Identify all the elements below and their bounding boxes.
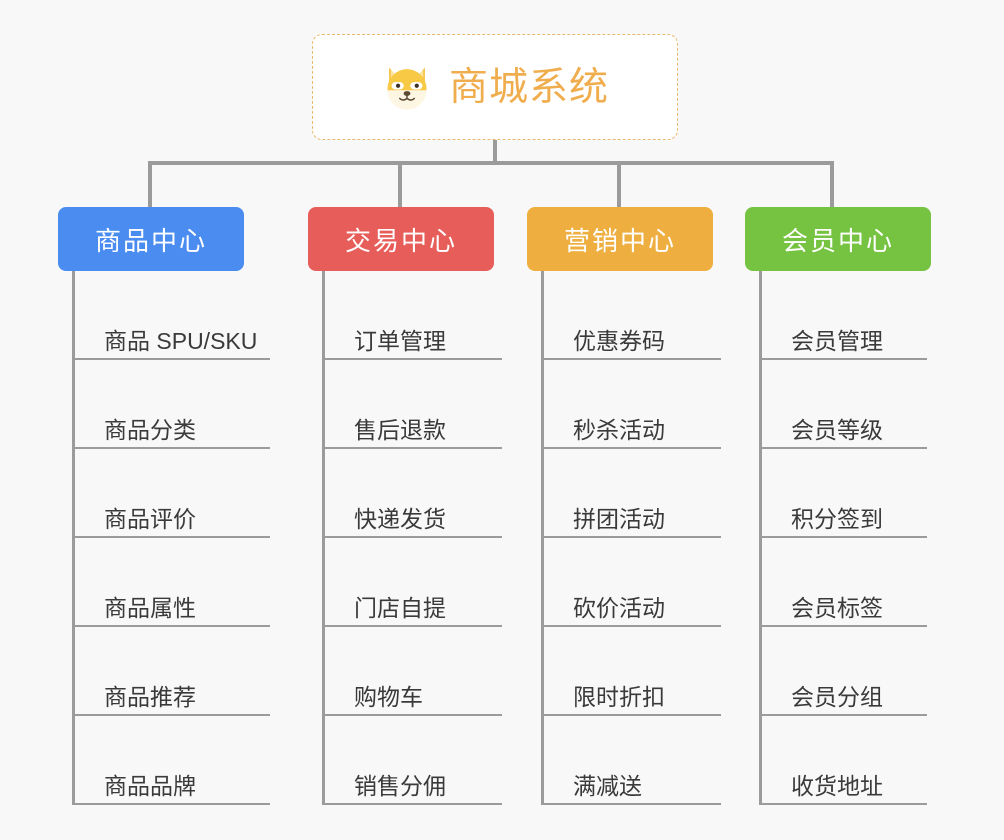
category-box-2[interactable]: 营销中心 [527, 207, 713, 271]
leaf-item-0-2[interactable]: 商品评价 [72, 449, 270, 538]
leaf-label-3-3: 会员标签 [791, 594, 883, 621]
leaf-item-1-3[interactable]: 门店自提 [322, 538, 502, 627]
leaf-item-3-5[interactable]: 收货地址 [759, 716, 927, 805]
connector-horizontal-bus [148, 161, 834, 165]
category-label-3: 会员中心 [781, 225, 894, 256]
leaf-item-2-4[interactable]: 限时折扣 [541, 627, 721, 716]
leaf-item-2-1[interactable]: 秒杀活动 [541, 360, 721, 449]
connector-drop-1 [148, 161, 152, 208]
category-label-2: 营销中心 [563, 225, 676, 256]
leaf-label-0-1: 商品分类 [104, 416, 196, 443]
category-box-0[interactable]: 商品中心 [58, 207, 244, 271]
leaf-label-2-1: 秒杀活动 [573, 416, 665, 443]
leaf-spine-2 [541, 271, 544, 805]
leaf-label-3-4: 会员分组 [791, 683, 883, 710]
leaf-label-2-0: 优惠券码 [573, 327, 665, 354]
leaf-spine-1 [322, 271, 325, 805]
leaf-item-2-3[interactable]: 砍价活动 [541, 538, 721, 627]
leaf-item-1-0[interactable]: 订单管理 [322, 271, 502, 360]
leaf-label-1-2: 快递发货 [354, 505, 446, 532]
leaf-item-3-3[interactable]: 会员标签 [759, 538, 927, 627]
leaf-label-2-2: 拼团活动 [573, 505, 665, 532]
leaf-label-0-2: 商品评价 [104, 505, 196, 532]
leaf-label-0-5: 商品品牌 [104, 772, 196, 799]
leaf-label-1-5: 销售分佣 [354, 772, 446, 799]
leaf-item-3-4[interactable]: 会员分组 [759, 627, 927, 716]
leaf-label-3-2: 积分签到 [791, 505, 883, 532]
leaf-label-1-0: 订单管理 [354, 327, 446, 354]
shiba-dog-icon [387, 67, 427, 110]
connector-root-vertical [493, 140, 497, 164]
leaf-label-1-4: 购物车 [354, 683, 423, 710]
connector-drop-3 [617, 161, 621, 208]
leaf-label-1-1: 售后退款 [354, 416, 446, 443]
root-node-mall-system[interactable]: 商城系统 [312, 34, 678, 140]
leaf-item-0-5[interactable]: 商品品牌 [72, 716, 270, 805]
root-title: 商城系统 [448, 65, 609, 109]
leaf-label-3-5: 收货地址 [791, 772, 883, 799]
leaf-label-2-3: 砍价活动 [573, 594, 665, 621]
category-box-1[interactable]: 交易中心 [308, 207, 494, 271]
leaf-item-0-0[interactable]: 商品 SPU/SKU [72, 271, 270, 360]
leaf-item-2-5[interactable]: 满减送 [541, 716, 721, 805]
leaf-label-1-3: 门店自提 [354, 594, 446, 621]
leaf-label-2-5: 满减送 [573, 772, 642, 799]
leaf-label-3-0: 会员管理 [791, 327, 883, 354]
leaf-item-3-0[interactable]: 会员管理 [759, 271, 927, 360]
leaf-item-0-1[interactable]: 商品分类 [72, 360, 270, 449]
connector-drop-4 [830, 161, 834, 208]
leaf-item-3-1[interactable]: 会员等级 [759, 360, 927, 449]
category-box-3[interactable]: 会员中心 [745, 207, 931, 271]
leaf-item-1-2[interactable]: 快递发货 [322, 449, 502, 538]
leaf-spine-0 [72, 271, 75, 805]
connector-drop-2 [398, 161, 402, 208]
category-label-0: 商品中心 [94, 225, 207, 256]
leaf-label-2-4: 限时折扣 [573, 683, 665, 710]
leaf-item-3-2[interactable]: 积分签到 [759, 449, 927, 538]
leaf-item-1-1[interactable]: 售后退款 [322, 360, 502, 449]
leaf-item-0-3[interactable]: 商品属性 [72, 538, 270, 627]
leaf-label-0-4: 商品推荐 [104, 683, 196, 710]
leaf-item-1-4[interactable]: 购物车 [322, 627, 502, 716]
leaf-label-0-0: 商品 SPU/SKU [104, 327, 258, 354]
leaf-label-3-1: 会员等级 [791, 416, 883, 443]
leaf-label-0-3: 商品属性 [104, 594, 196, 621]
leaf-item-2-2[interactable]: 拼团活动 [541, 449, 721, 538]
leaf-item-2-0[interactable]: 优惠券码 [541, 271, 721, 360]
category-label-1: 交易中心 [344, 225, 457, 256]
leaf-item-0-4[interactable]: 商品推荐 [72, 627, 270, 716]
leaf-item-1-5[interactable]: 销售分佣 [322, 716, 502, 805]
leaf-spine-3 [759, 271, 762, 805]
